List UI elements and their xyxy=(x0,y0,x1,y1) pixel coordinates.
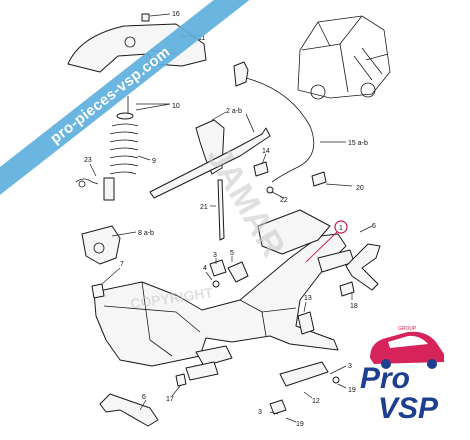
shock-absorber-part xyxy=(75,96,139,201)
small-brackets xyxy=(91,259,355,415)
part-number-10: 10 xyxy=(172,103,180,110)
part-number-8ab: 8 a-b xyxy=(138,230,154,237)
car-logo-icon xyxy=(370,331,444,369)
part-number-2ab: 2 a-b xyxy=(226,108,242,115)
part-number-9: 9 xyxy=(152,158,156,165)
part-number-4: 4 xyxy=(203,265,207,272)
part-number-7: 7 xyxy=(120,261,124,268)
upper-bracket-part xyxy=(149,113,271,199)
part-number-19-right: 19 xyxy=(348,387,356,394)
steering-knuckle-part xyxy=(81,225,121,265)
logo-group-tag: GROUP xyxy=(398,326,417,332)
part-number-13: 13 xyxy=(304,295,312,302)
part-number-23: 23 xyxy=(84,157,92,164)
small-parts-upper xyxy=(253,161,327,194)
logo-vsp-text: VSP xyxy=(378,392,439,425)
part-number-11: 11 xyxy=(198,35,205,42)
part-number-18: 18 xyxy=(350,303,358,310)
part-number-22: 22 xyxy=(280,197,288,204)
part-number-3-top: 3 xyxy=(213,252,217,259)
part-number-3-right: 3 xyxy=(348,363,352,370)
part-number-labels: 16 11 10 9 23 2 a-b 15 a-b 14 20 22 21 1… xyxy=(84,11,376,428)
part-number-5: 5 xyxy=(230,250,234,257)
part-number-3-bottom: 3 xyxy=(258,409,262,416)
logo-pro-text: Pro xyxy=(360,362,411,395)
part-number-15ab: 15 a-b xyxy=(348,140,368,147)
part-number-6-right: 6 xyxy=(372,223,376,230)
part-number-16: 16 xyxy=(172,11,180,18)
part-number-14: 14 xyxy=(262,148,270,155)
part-number-21: 21 xyxy=(200,204,208,211)
callout-leader xyxy=(305,231,338,263)
lower-arm-left-part xyxy=(99,393,159,427)
part-number-12: 12 xyxy=(312,398,320,405)
part-number-19-bottom: 19 xyxy=(296,421,304,428)
leader-lines xyxy=(89,13,373,423)
part-number-6-left: 6 xyxy=(142,394,146,401)
part-number-20: 20 xyxy=(356,185,364,192)
chassis-frame-part xyxy=(93,209,355,381)
rod-part xyxy=(217,179,225,241)
part-number-17: 17 xyxy=(166,396,174,403)
lower-arm-right-part xyxy=(345,243,381,291)
callout-ring xyxy=(334,220,348,234)
cable-part xyxy=(233,61,315,183)
part-number-1: 1 xyxy=(339,225,343,232)
vehicle-thumbnail xyxy=(297,15,391,100)
provsp-logo: GROUP Pro VSP xyxy=(356,320,460,432)
